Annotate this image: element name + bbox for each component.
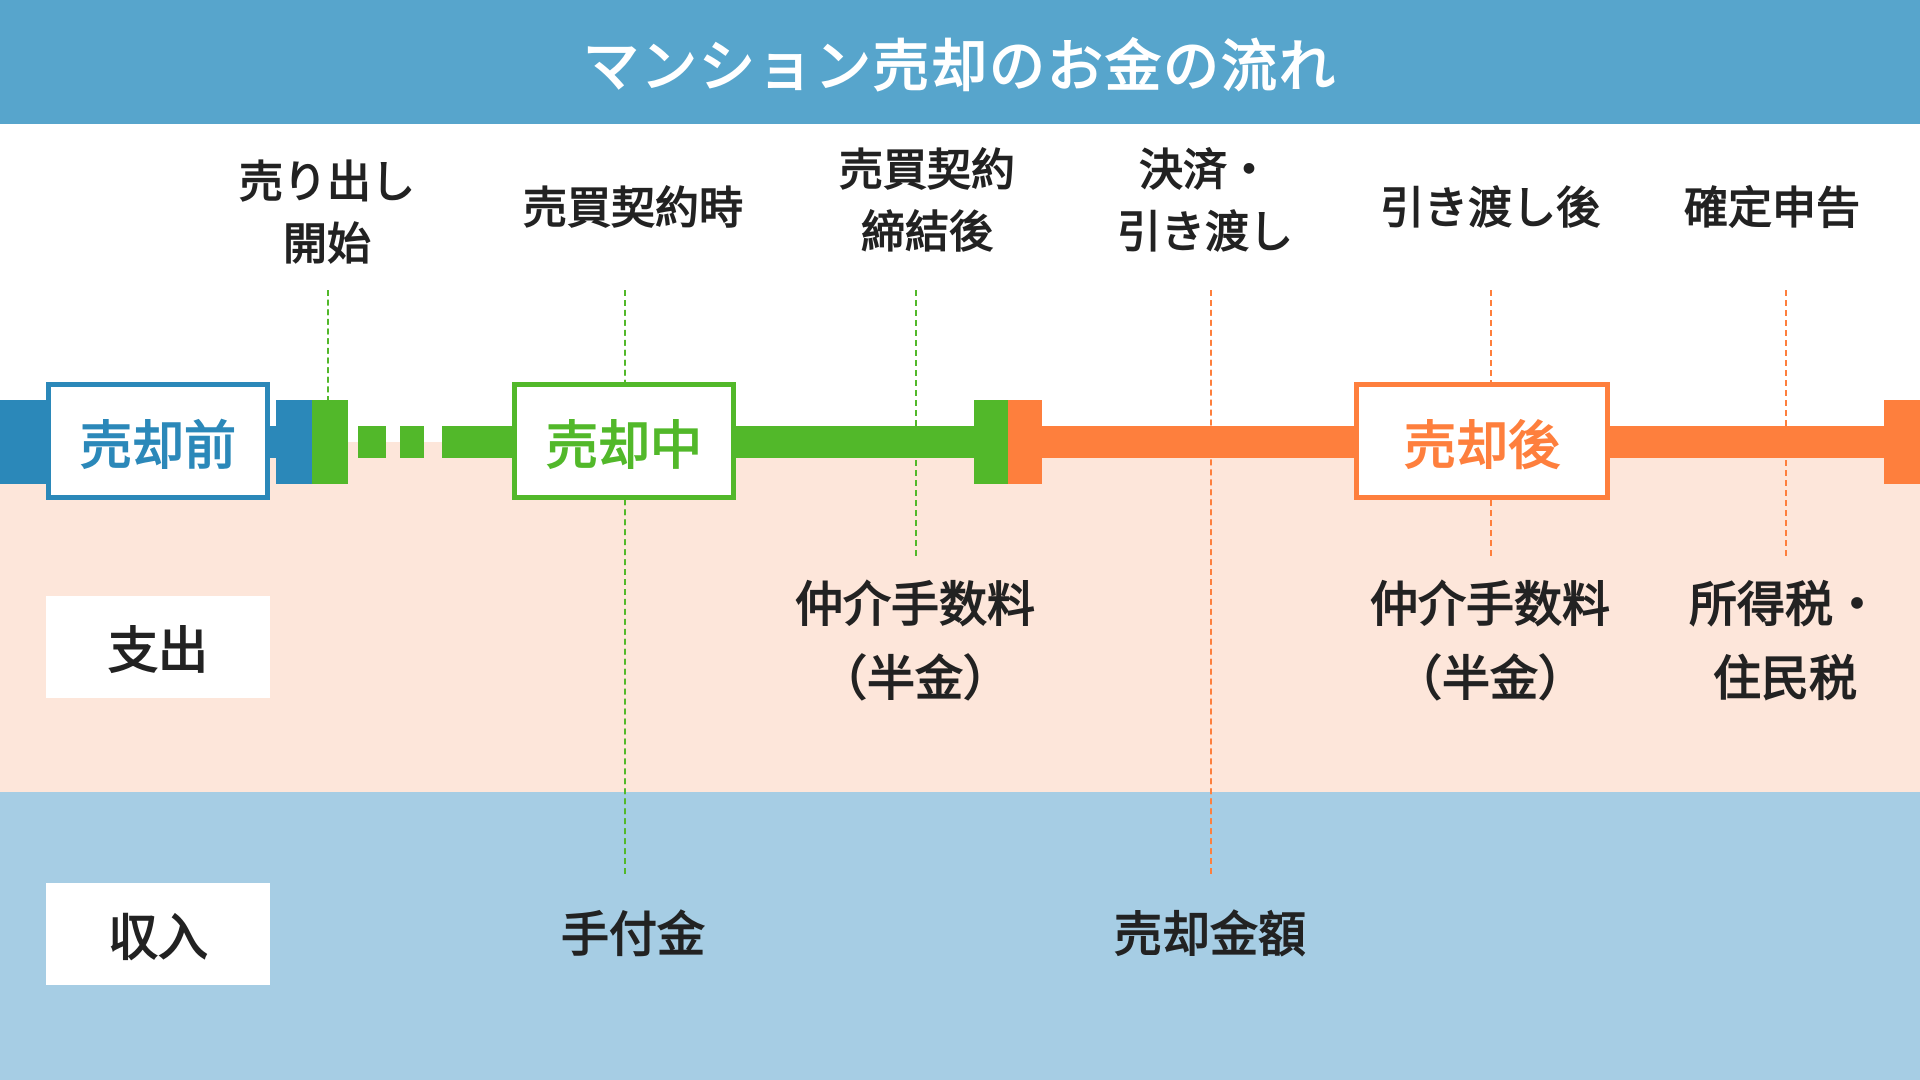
phase-after-box: 売却後 xyxy=(1354,382,1610,500)
stage-after-contract-label: 売買契約 締結後 xyxy=(839,145,1015,258)
timeline-cap-during-end xyxy=(974,400,1008,484)
stage-tax-return-label: 確定申告 xyxy=(1684,183,1860,234)
stage-settlement-label: 決済・ 引き渡し xyxy=(1117,145,1293,258)
timeline-cap-before-end xyxy=(276,400,312,484)
guide-line-settlement xyxy=(1210,290,1212,874)
title-bar: マンション売却のお金の流れ xyxy=(0,0,1920,124)
guide-line-contract xyxy=(624,290,626,874)
timeline-dash-2 xyxy=(400,426,424,458)
income-sale-amount: 売却金額 xyxy=(1113,907,1306,963)
stage-handover-label: 引き渡し後 xyxy=(1380,183,1600,234)
income-deposit: 手付金 xyxy=(560,907,705,963)
stage-contract-label: 売買契約時 xyxy=(523,183,743,234)
expense-taxes: 所得税・ 住民税 xyxy=(1688,577,1881,708)
expense-area xyxy=(0,442,1920,792)
guide-line-after-contract xyxy=(915,290,917,556)
expense-brokerage-fee-1: 仲介手数料 （半金） xyxy=(794,577,1035,708)
guide-line-tax-return xyxy=(1785,290,1787,556)
diagram-title: マンション売却のお金の流れ xyxy=(583,34,1337,100)
guide-line-listing xyxy=(327,290,329,402)
timeline-cap-right xyxy=(1884,400,1920,484)
timeline-cap-during-start xyxy=(312,400,348,484)
expense-brokerage-fee-2: 仲介手数料 （半金） xyxy=(1369,577,1610,708)
timeline-dash-1 xyxy=(358,426,386,458)
phase-during-box: 売却中 xyxy=(512,382,736,500)
stage-listing-label: 売り出し 開始 xyxy=(239,157,415,270)
expense-row-label: 支出 xyxy=(46,596,270,698)
income-area xyxy=(0,792,1920,1080)
income-row-label: 収入 xyxy=(46,883,270,985)
phase-before-box: 売却前 xyxy=(46,382,270,500)
